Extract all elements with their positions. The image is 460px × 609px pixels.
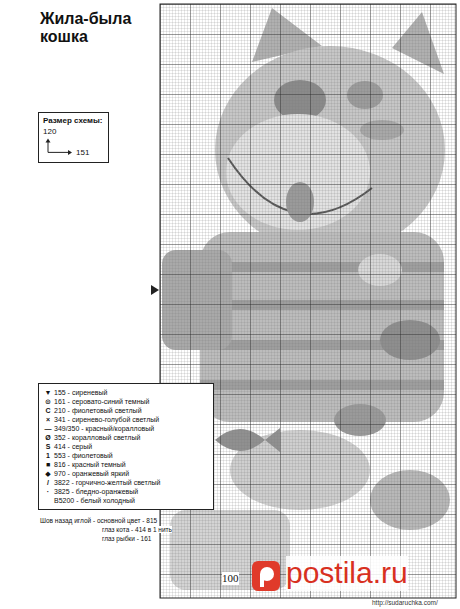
size-heading: Размер схемы: <box>43 116 102 125</box>
legend-text: 553 - фиолетовый <box>54 451 113 460</box>
legend-text: 970 - оранжевый яркий <box>54 469 129 478</box>
stitch-note: глаз рыбки - 161 <box>102 535 151 542</box>
legend-row: S414 - серый <box>42 442 210 451</box>
legend-text: B5200 - белый холодный <box>54 496 135 505</box>
legend-row: C210 - фиолетовый светлый <box>42 406 210 415</box>
legend-row: Ø352 - коралловый светлый <box>42 433 210 442</box>
legend-symbol: ⊙ <box>42 397 54 406</box>
arrowhead <box>68 150 72 155</box>
legend-symbol: C <box>42 406 54 415</box>
legend-symbol: 1 <box>42 451 54 460</box>
legend-text: 341 - сиренево-голубой светлый <box>54 415 159 424</box>
legend-row: ■816 - красный темный <box>42 460 210 469</box>
legend-symbol: × <box>42 415 54 424</box>
chart-title: Жила-была кошка <box>40 10 152 47</box>
arrowhead <box>46 138 51 142</box>
legend-symbol: S <box>42 442 54 451</box>
watermark-url: http://sudaruchka.com/ <box>372 599 438 606</box>
legend-spacer <box>42 496 54 505</box>
legend-row: ×341 - сиренево-голубой светлый <box>42 415 210 424</box>
stitch-note: глаз кота - 414 в 1 нить <box>102 526 172 533</box>
legend-row: /3822 - горчично-желтый светлый <box>42 478 210 487</box>
legend-row: ·3825 - бледно-оранжевый <box>42 487 210 496</box>
legend-symbol: · <box>42 487 54 496</box>
legend-symbol: ■ <box>42 460 54 469</box>
legend-symbol: — <box>42 424 54 433</box>
legend-text: 816 - красный темный <box>54 460 126 469</box>
legend-symbol: Ø <box>42 433 54 442</box>
size-box: Размер схемы: 120 151 <box>38 112 109 163</box>
legend-row: —349/350 - красный/коралловый <box>42 424 210 433</box>
watermark: postila.ru <box>286 556 408 591</box>
legend-text: 3822 - горчично-желтый светлый <box>54 478 161 487</box>
legend-row: ◆970 - оранжевый яркий <box>42 469 210 478</box>
legend-row: 1553 - фиолетовый <box>42 451 210 460</box>
legend-text: 3825 - бледно-оранжевый <box>54 487 138 496</box>
legend-symbol: ▼ <box>42 388 54 397</box>
postila-logo <box>252 561 280 591</box>
legend-text: 210 - фиолетовый светлый <box>54 406 142 415</box>
legend-text: 352 - коралловый светлый <box>54 433 140 442</box>
legend-symbol: ◆ <box>42 469 54 478</box>
legend-row: ▼155 - сиреневый <box>42 388 210 397</box>
legend-text: 349/350 - красный/коралловый <box>54 424 154 433</box>
dimension-number: 120 <box>43 127 56 136</box>
legend-box: ▼155 - сиреневый⊙161 - серовато-синий те… <box>38 383 214 510</box>
size-arrow-line <box>48 141 69 152</box>
legend-symbol: / <box>42 478 54 487</box>
legend-text: 414 - серый <box>54 442 92 451</box>
page-number: 100 <box>222 572 239 585</box>
center-marker <box>151 285 159 295</box>
dimension-number: 151 <box>76 148 89 157</box>
legend-text: 155 - сиреневый <box>54 388 108 397</box>
legend-row: ⊙161 - серовато-синий темный <box>42 397 210 406</box>
legend-row: B5200 - белый холодный <box>42 496 210 505</box>
legend-text: 161 - серовато-синий темный <box>54 397 150 406</box>
stitch-note: Шов назад иглой - основной цвет - 815 <box>40 517 157 524</box>
